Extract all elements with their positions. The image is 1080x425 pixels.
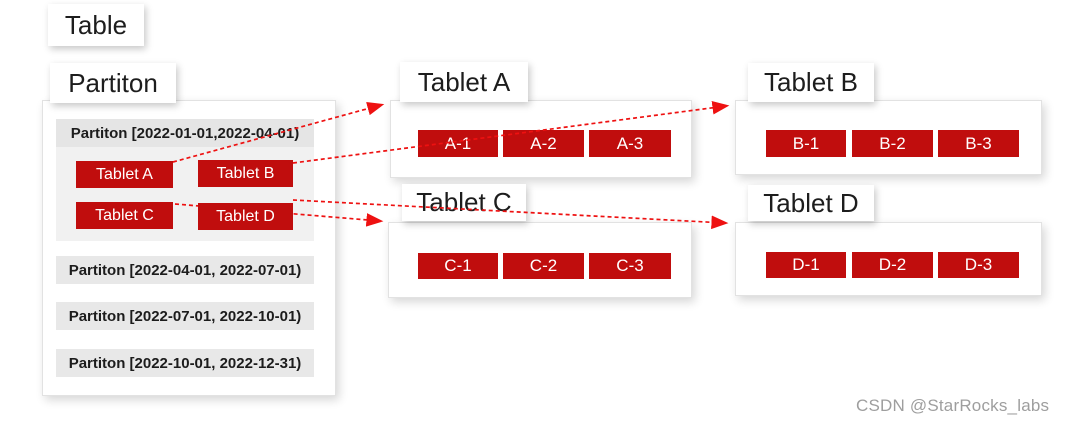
tablet-a-title-label: Tablet A <box>417 66 511 97</box>
partition-tablet-d: Tablet D <box>198 203 293 230</box>
replica-c-2: C-2 <box>503 253 584 279</box>
partition-title-box: Partiton <box>50 63 176 103</box>
partition-range-4: Partiton [2022-10-01, 2022-12-31) <box>56 349 314 377</box>
watermark: CSDN @StarRocks_labs <box>856 396 1050 415</box>
table-title-label: Table <box>64 9 128 40</box>
replica-a-2: A-2 <box>503 130 584 157</box>
tablet-b-title-box: Tablet B <box>748 63 874 102</box>
partition-group-current: Partiton [2022-01-01,2022-04-01) Tablet … <box>56 119 314 241</box>
tablet-d-title-box: Tablet D <box>748 185 874 221</box>
replica-d-2: D-2 <box>852 252 933 278</box>
replica-a-3: A-3 <box>589 130 671 157</box>
tablet-c-title-box: Tablet C <box>402 184 526 221</box>
tablet-box-b: B-1 B-2 B-3 <box>735 100 1042 175</box>
tablet-box-c: C-1 C-2 C-3 <box>388 222 692 298</box>
partition-panel: Partiton [2022-01-01,2022-04-01) Tablet … <box>42 100 336 396</box>
tablet-box-d: D-1 D-2 D-3 <box>735 222 1042 296</box>
partition-range-3: Partiton [2022-07-01, 2022-10-01) <box>56 302 314 330</box>
tablet-a-title-box: Tablet A <box>400 62 528 102</box>
tablet-box-a: A-1 A-2 A-3 <box>390 100 692 178</box>
table-title-box: Table <box>48 4 144 46</box>
tablet-d-title-label: Tablet D <box>763 187 859 218</box>
replica-b-1: B-1 <box>766 130 846 157</box>
tablet-b-title-label: Tablet B <box>764 67 858 97</box>
replica-c-1: C-1 <box>418 253 498 279</box>
partition-range-2: Partiton [2022-04-01, 2022-07-01) <box>56 256 314 284</box>
partition-tablet-a: Tablet A <box>76 161 173 188</box>
replica-c-3: C-3 <box>589 253 671 279</box>
partition-title-label: Partiton <box>68 67 158 98</box>
tablet-c-title-label: Tablet C <box>416 187 512 217</box>
replica-d-3: D-3 <box>938 252 1019 278</box>
partition-tablet-c: Tablet C <box>76 202 173 229</box>
partition-range-current: Partiton [2022-01-01,2022-04-01) <box>56 119 314 147</box>
replica-b-2: B-2 <box>852 130 933 157</box>
replica-d-1: D-1 <box>766 252 846 278</box>
replica-a-1: A-1 <box>418 130 498 157</box>
replica-b-3: B-3 <box>938 130 1019 157</box>
partition-tablet-b: Tablet B <box>198 160 293 187</box>
